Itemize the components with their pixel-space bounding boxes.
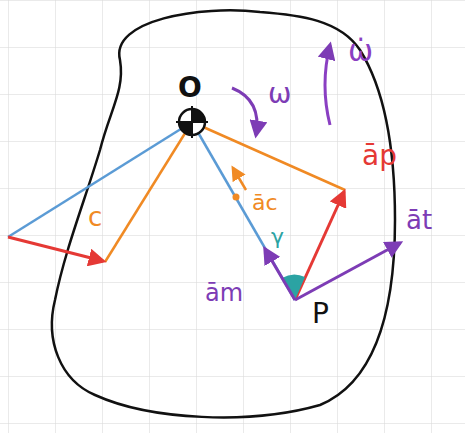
radius-line (8, 122, 192, 237)
resultant-line (192, 122, 345, 190)
rigid-body-outline (52, 10, 395, 417)
acceleration-arrow (295, 243, 400, 300)
angular-velocity-label: ω (268, 78, 291, 110)
vector-label: āc (252, 190, 278, 215)
acceleration-arrow (265, 249, 295, 300)
point-label: P (312, 298, 329, 330)
rotation-arrow (325, 45, 330, 125)
vector-label: ām (205, 280, 243, 308)
rotation-arrow (232, 88, 257, 135)
line-label: c (88, 203, 102, 233)
acceleration-arrow (8, 237, 103, 261)
pivot-symbol (176, 106, 208, 138)
angle-label: γ (271, 224, 284, 249)
acceleration-arrow (233, 168, 246, 190)
radius-line (192, 122, 295, 300)
point-dot (233, 194, 240, 201)
vector-label: āp (362, 140, 397, 172)
angular-acceleration-label: ω̇ (348, 34, 373, 69)
pivot-label: O (178, 72, 202, 104)
acceleration-arrow (295, 192, 344, 300)
vector-label: āt (406, 206, 432, 236)
resultant-line (105, 122, 192, 262)
